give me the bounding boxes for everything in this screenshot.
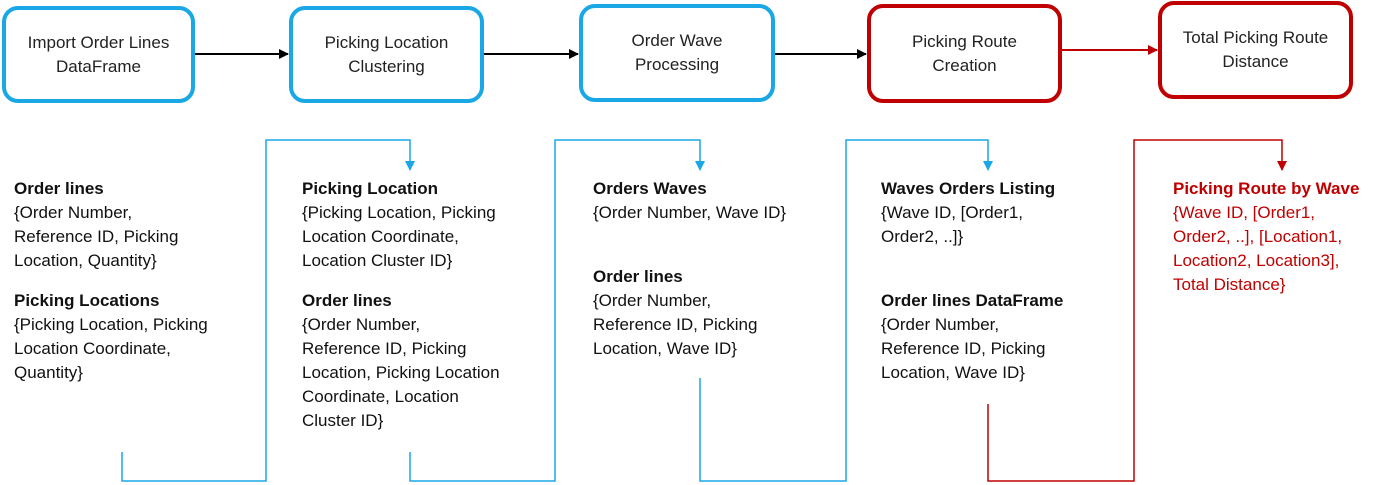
data-heading: Waves Orders Listing — [881, 179, 1056, 198]
data-group: Order lines DataFrame {Order Number, Ref… — [881, 289, 1131, 385]
step-label: Picking Location Clustering — [324, 32, 449, 76]
data-group: Picking Location {Picking Location, Pick… — [302, 177, 552, 273]
data-heading: Picking Locations — [14, 291, 160, 310]
data-fields: {Order Number, Wave ID} — [593, 203, 787, 222]
connector-col2-to-col3 — [409, 139, 705, 482]
data-fields: {Picking Location, Picking Location Coor… — [302, 203, 496, 270]
data-column-import: Order lines {Order Number, Reference ID,… — [14, 177, 264, 401]
data-group: Order lines {Order Number, Reference ID,… — [593, 265, 843, 361]
data-fields: {Wave ID, [Order1, Order2, ..], [Locatio… — [1173, 203, 1343, 294]
data-fields: {Wave ID, [Order1, Order2, ..]} — [881, 203, 1024, 246]
step-box-order-wave-processing: Order Wave Processing — [579, 4, 775, 102]
data-fields: {Order Number, Reference ID, Picking Loc… — [593, 291, 758, 358]
data-heading: Picking Location — [302, 179, 439, 198]
data-heading: Order lines — [593, 267, 683, 286]
data-group: Picking Route by Wave {Wave ID, [Order1,… — [1173, 177, 1398, 297]
step-label: Import Order Lines DataFrame — [27, 32, 170, 76]
data-fields: {Order Number, Reference ID, Picking Loc… — [302, 315, 500, 430]
data-group: Order lines {Order Number, Reference ID,… — [14, 177, 264, 273]
step-label: Picking Route Creation — [912, 31, 1017, 75]
data-fields: {Picking Location, Picking Location Coor… — [14, 315, 208, 382]
data-heading: Order lines — [302, 291, 392, 310]
step-box-import-order-lines: Import Order Lines DataFrame — [2, 6, 195, 103]
data-group: Waves Orders Listing {Wave ID, [Order1, … — [881, 177, 1131, 249]
data-group: Orders Waves {Order Number, Wave ID} — [593, 177, 843, 225]
step-label: Order Wave Processing — [631, 31, 723, 74]
connector-col1-to-col2 — [121, 139, 415, 482]
data-fields: {Order Number, Reference ID, Picking Loc… — [14, 203, 179, 270]
data-column-total-distance: Picking Route by Wave {Wave ID, [Order1,… — [1173, 177, 1398, 313]
data-heading: Picking Route by Wave — [1173, 179, 1360, 198]
data-fields: {Order Number, Reference ID, Picking Loc… — [881, 315, 1046, 382]
data-column-route-creation: Waves Orders Listing {Wave ID, [Order1, … — [881, 177, 1131, 401]
data-heading: Order lines DataFrame — [881, 291, 1064, 310]
step-label: Total Picking Route Distance — [1182, 28, 1329, 71]
data-column-clustering: Picking Location {Picking Location, Pick… — [302, 177, 552, 449]
data-group: Order lines {Order Number, Reference ID,… — [302, 289, 552, 433]
step-box-picking-location-clustering: Picking Location Clustering — [289, 6, 484, 103]
data-heading: Orders Waves — [593, 179, 707, 198]
data-group: Picking Locations {Picking Location, Pic… — [14, 289, 264, 385]
data-column-wave-processing: Orders Waves {Order Number, Wave ID} Ord… — [593, 177, 843, 377]
connector-col3-to-col4 — [699, 139, 993, 482]
step-box-picking-route-creation: Picking Route Creation — [867, 4, 1062, 103]
data-heading: Order lines — [14, 179, 104, 198]
connector-col4-to-col5 — [987, 139, 1287, 482]
step-box-total-picking-route-distance: Total Picking Route Distance — [1158, 1, 1353, 99]
